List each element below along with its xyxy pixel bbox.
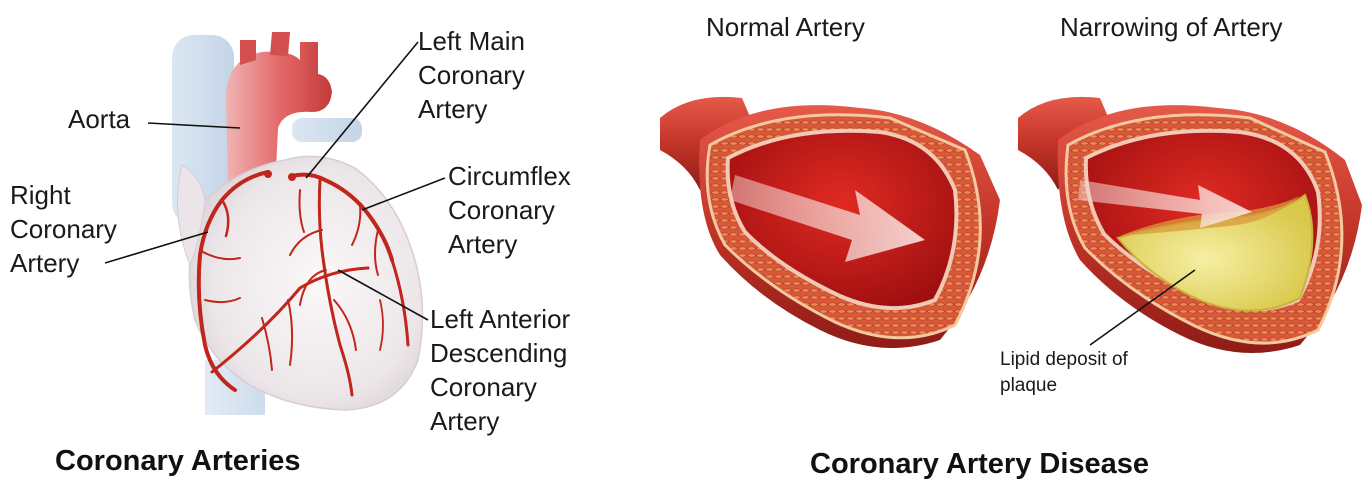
aortic-branch: [270, 32, 290, 56]
heart-illustration: [172, 32, 423, 415]
normal-artery-illustration: [660, 97, 1000, 348]
label-circumflex: Circumflex Coronary Artery: [448, 161, 578, 259]
label-lad: Left Anterior Descending Coronary Artery: [430, 304, 577, 436]
left-panel-title: Coronary Arteries: [55, 445, 301, 477]
right-panel-title: Coronary Artery Disease: [810, 448, 1149, 480]
label-plaque: Lipid deposit of plaque: [1000, 349, 1133, 396]
normal-artery-heading: Normal Artery: [706, 12, 865, 42]
left-main-leader: [306, 42, 418, 178]
label-right-coronary: Right Coronary Artery: [10, 180, 124, 278]
narrowing-artery-heading: Narrowing of Artery: [1060, 12, 1283, 42]
label-aorta: Aorta: [68, 104, 131, 134]
label-left-main: Left Main Coronary Artery: [418, 26, 532, 124]
narrowed-artery-illustration: [1018, 97, 1362, 353]
